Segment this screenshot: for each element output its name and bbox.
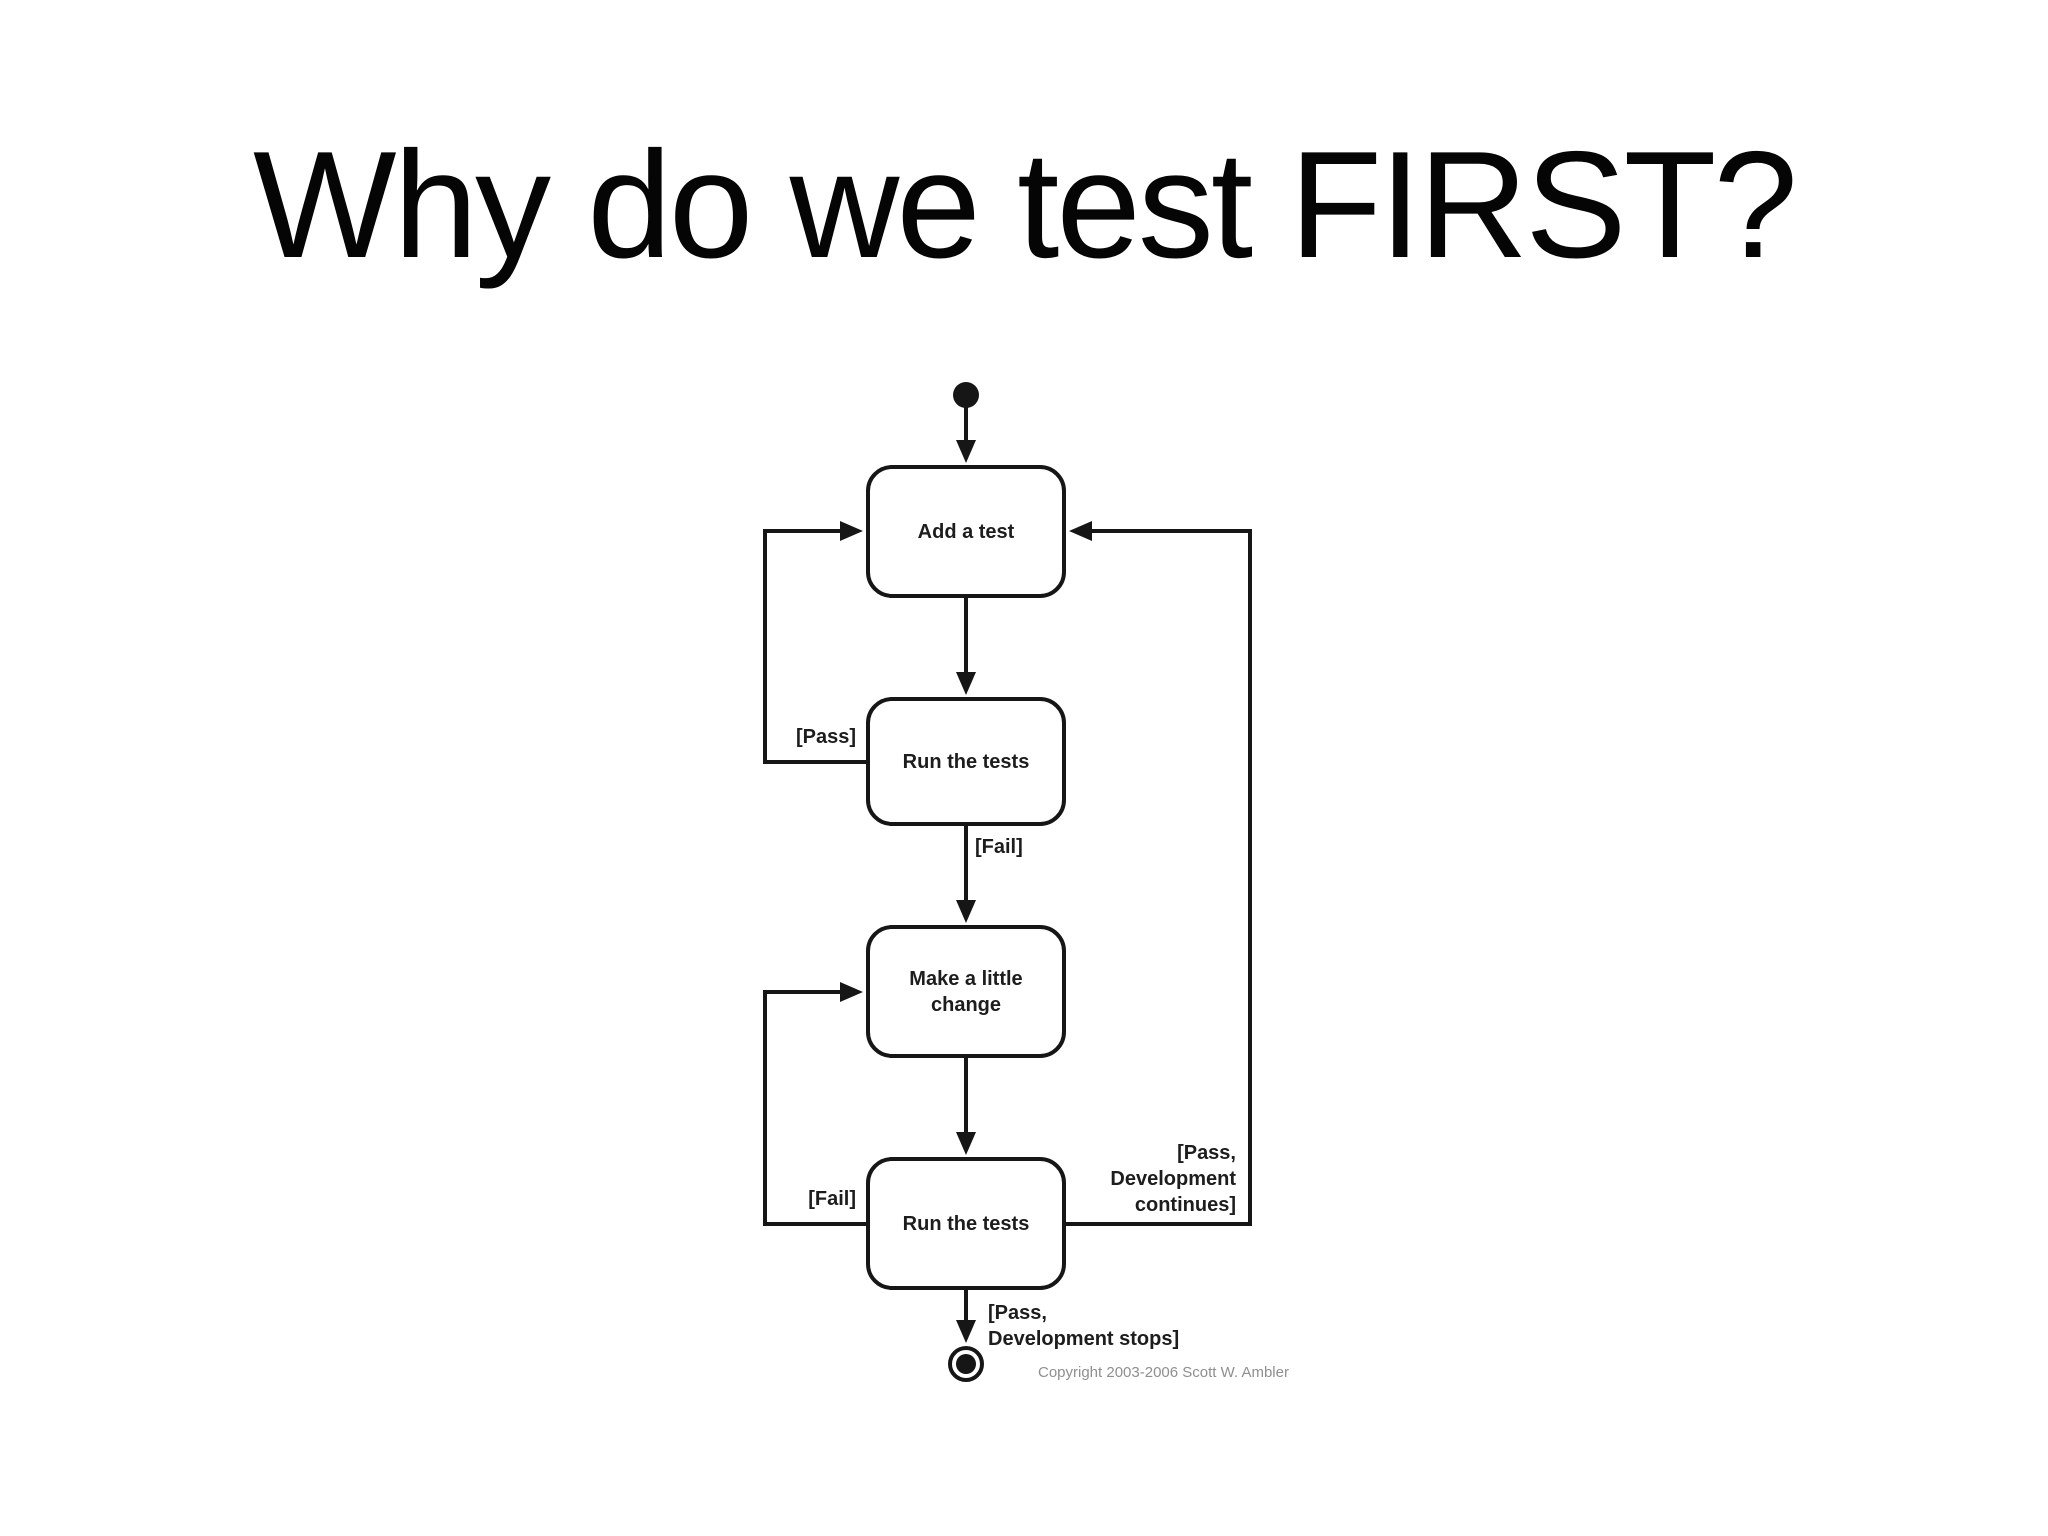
- state-label-run-tests-2: Run the tests: [902, 1212, 1030, 1235]
- edge-label-fail-down: [Fail]: [975, 836, 1023, 858]
- state-box-make-change: Make a little change: [866, 925, 1066, 1058]
- initial-state-dot: [953, 382, 979, 408]
- arrowhead-fail-loop: [840, 982, 863, 1002]
- edge-label-pass-stops: [Pass, Development stops]: [988, 1302, 1180, 1350]
- slide-title: Why do we test FIRST?: [253, 120, 1798, 290]
- edge-label-fail-loop: [Fail]: [808, 1188, 856, 1210]
- edge-pass-continues-loop: [1066, 529, 1252, 1226]
- copyright-notice: Copyright 2003-2006 Scott W. Ambler: [1038, 1364, 1289, 1381]
- state-box-run-tests-1: Run the tests: [866, 697, 1066, 826]
- state-label-run-tests-1: Run the tests: [902, 750, 1030, 773]
- arrowhead-into-final-state: [956, 1320, 976, 1343]
- arrowhead-into-run-tests-2: [956, 1132, 976, 1155]
- state-label-make-change: Make a little change: [909, 967, 1023, 1016]
- edge-label-pass-continues: [Pass, Development continues]: [1110, 1142, 1236, 1216]
- edge-label-pass: [Pass]: [795, 726, 856, 748]
- state-box-add-test: Add a test: [866, 465, 1066, 598]
- edge-pass-loop: [763, 529, 866, 764]
- state-label-add-test: Add a test: [917, 520, 1015, 543]
- edge-fail-loop: [763, 990, 866, 1226]
- final-state-inner-dot: [956, 1354, 976, 1374]
- arrowhead-into-make-change: [956, 900, 976, 923]
- arrowhead-pass-loop: [840, 521, 863, 541]
- arrowhead-into-run-tests-1: [956, 672, 976, 695]
- arrowhead-pass-continues: [1069, 521, 1092, 541]
- arrowhead-into-add-test: [956, 440, 976, 463]
- state-box-run-tests-2: Run the tests: [866, 1157, 1066, 1290]
